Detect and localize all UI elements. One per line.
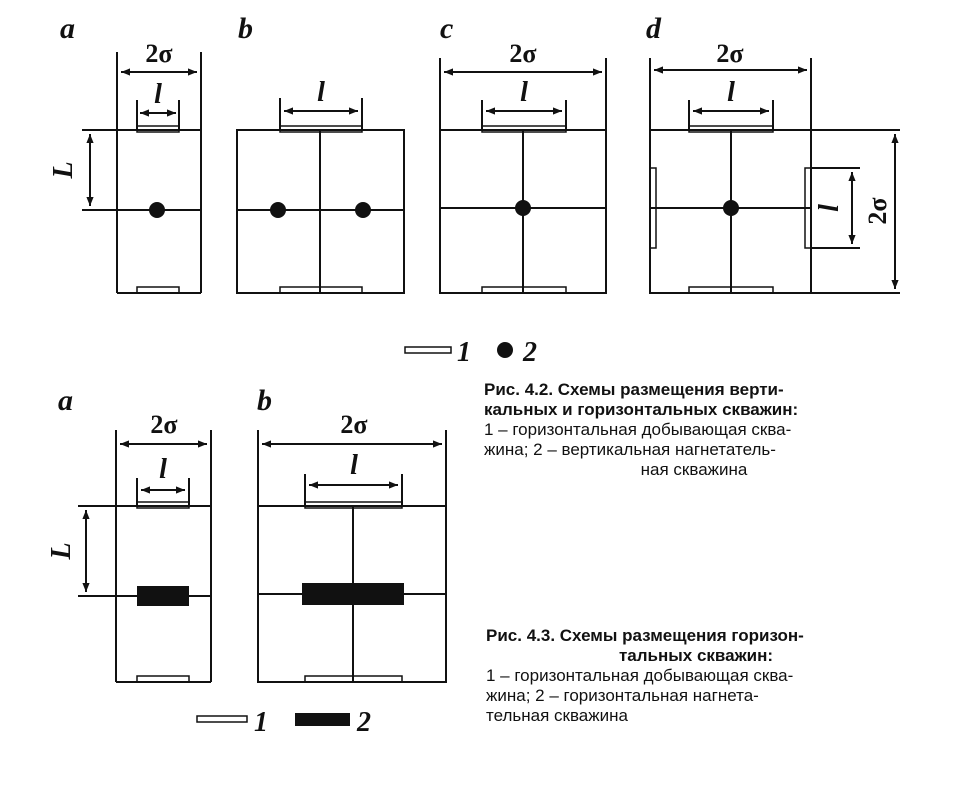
- fig42-panel-c: [439, 58, 607, 294]
- production-well-bottom: [304, 675, 403, 683]
- dim-2sigma-c: 2σ: [509, 39, 536, 68]
- dim-2sigma-a: 2σ: [145, 39, 172, 68]
- dim-l-a: l: [154, 79, 162, 110]
- fig42-panel-a: [82, 52, 202, 294]
- caption-title-cont: кальных и горизонтальных скважин:: [484, 400, 799, 419]
- panel-label-b: b: [257, 384, 272, 417]
- horizontal-injection-well: [302, 583, 404, 605]
- caption-title: Рис. 4.3. Схемы размещения горизон-: [486, 626, 804, 645]
- vertical-injection-well: [515, 200, 531, 216]
- fig43-legend: [196, 713, 350, 726]
- dim-2sigma-d-vertical: 2σ: [863, 197, 892, 224]
- dim-L-a: L: [46, 542, 77, 560]
- production-well-bottom: [279, 286, 363, 294]
- production-well-bottom: [688, 286, 774, 294]
- caption-fig-4-3: Рис. 4.3. Схемы размещения горизон- таль…: [486, 626, 906, 726]
- caption-line: 1 – горизонтальная добывающая сква-: [486, 666, 794, 685]
- caption-line: жина; 2 – горизонтальная нагнета-: [486, 686, 759, 705]
- production-well-left: [649, 167, 657, 249]
- legend-num-1: 1: [457, 337, 471, 368]
- production-well-bottom: [136, 675, 190, 683]
- dim-L-a: L: [48, 161, 79, 179]
- dim-2sigma-b: 2σ: [340, 410, 367, 439]
- production-well-top: [688, 125, 774, 133]
- legend-num-2: 2: [356, 707, 371, 738]
- production-well-bottom: [136, 286, 180, 294]
- production-well-top: [279, 125, 363, 133]
- production-well-top: [481, 125, 567, 133]
- caption-fig-4-2: Рис. 4.2. Схемы размещения верти- кальны…: [484, 380, 904, 480]
- dim-l-b: l: [317, 77, 325, 108]
- legend-num-2: 2: [522, 337, 537, 368]
- caption-line: жина; 2 – вертикальная нагнетатель-: [484, 440, 776, 459]
- vertical-injection-well: [149, 202, 165, 218]
- dim-l-a: l: [159, 454, 167, 485]
- fig43-panel-b: [257, 430, 447, 683]
- dim-l-d-vertical: l: [814, 204, 845, 212]
- legend-num-1: 1: [254, 707, 268, 738]
- fig42-panel-d: [649, 58, 900, 294]
- panel-label-a: a: [60, 12, 75, 45]
- panel-label-c: c: [440, 12, 453, 45]
- panel-label-a: a: [58, 384, 73, 417]
- production-well-top: [136, 501, 190, 509]
- production-well-right: [804, 167, 812, 249]
- panel-label-d: d: [646, 12, 662, 45]
- production-well-top: [136, 125, 180, 133]
- caption-line: 1 – горизонтальная добывающая сква-: [484, 420, 792, 439]
- dim-2sigma-d: 2σ: [716, 39, 743, 68]
- panel-label-b: b: [238, 12, 253, 45]
- legend-injection-well-symbol: [295, 713, 350, 726]
- horizontal-injection-well: [137, 586, 189, 606]
- legend-horizontal-well-symbol: [404, 346, 452, 354]
- dim-l-d: l: [727, 77, 735, 108]
- caption-line: ная скважина: [640, 460, 748, 479]
- caption-title-cont: тальных скважин:: [618, 646, 774, 665]
- legend-vertical-well-symbol: [497, 342, 513, 358]
- vertical-injection-well: [723, 200, 739, 216]
- fig42-legend: [404, 342, 513, 358]
- caption-line: тельная скважина: [486, 706, 628, 725]
- fig42-panel-b: [236, 98, 405, 294]
- dim-l-b: l: [350, 450, 358, 481]
- dim-l-c: l: [520, 77, 528, 108]
- production-well-top: [304, 501, 403, 509]
- dim-2sigma-a: 2σ: [150, 410, 177, 439]
- vertical-injection-well: [270, 202, 286, 218]
- fig43-panel-a: [78, 430, 212, 683]
- vertical-injection-well: [355, 202, 371, 218]
- legend-horizontal-well-symbol: [196, 715, 248, 723]
- caption-title: Рис. 4.2. Схемы размещения верти-: [484, 380, 784, 399]
- production-well-bottom: [481, 286, 567, 294]
